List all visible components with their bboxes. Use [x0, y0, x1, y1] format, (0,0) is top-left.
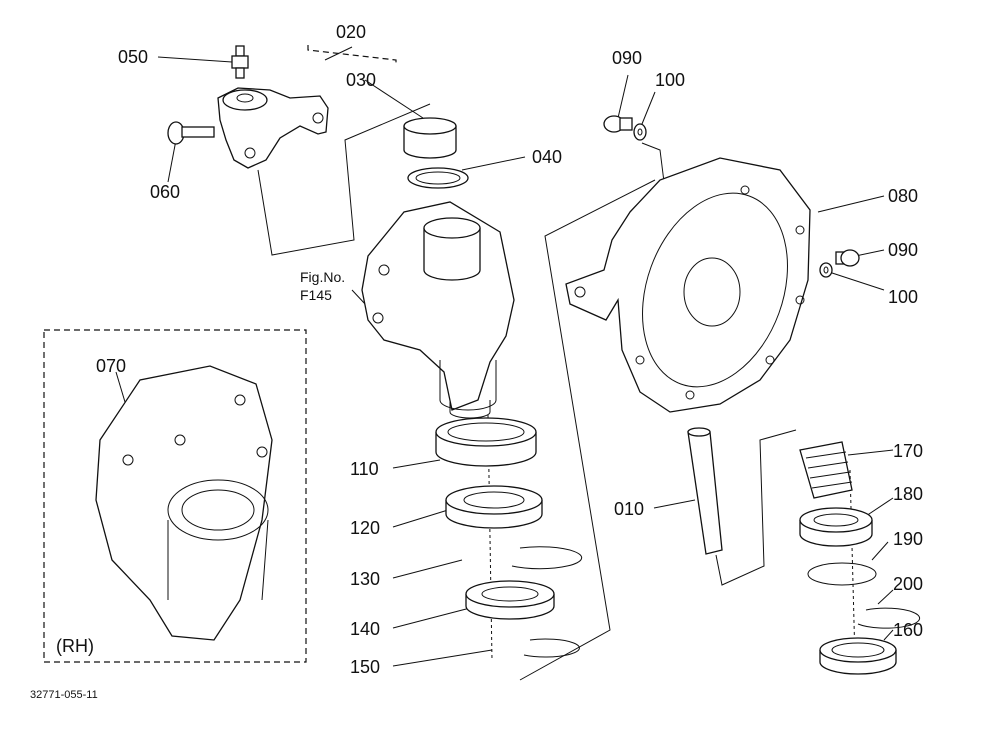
- part-labels: 050 060 020 030 040 Fig.No. F145 090 100…: [30, 22, 923, 701]
- label-160: 160: [893, 620, 923, 640]
- part-010-shaft: [687, 427, 723, 555]
- label-070: 070: [96, 356, 126, 376]
- label-130: 130: [350, 569, 380, 589]
- part-110-oil-seal: [435, 417, 537, 467]
- part-060-bolt: [167, 121, 215, 145]
- label-140: 140: [350, 619, 380, 639]
- label-090-top: 090: [612, 48, 642, 68]
- label-100-top: 100: [655, 70, 685, 90]
- part-200-circlip: [857, 607, 921, 629]
- part-170-bevel-gear: [799, 441, 853, 499]
- part-120-bearing: [445, 485, 543, 529]
- drawing-number: 32771-055-11: [30, 689, 98, 701]
- label-090-right: 090: [888, 240, 918, 260]
- part-040-seal: [407, 167, 469, 189]
- label-180: 180: [893, 484, 923, 504]
- label-010: 010: [614, 499, 644, 519]
- part-150-circlip: [523, 638, 580, 658]
- part-180-bearing: [799, 507, 873, 547]
- label-120: 120: [350, 518, 380, 538]
- part-100-washer-right: [819, 262, 833, 278]
- label-020: 020: [336, 22, 366, 42]
- leader-lines: [115, 45, 894, 681]
- part-050-grease-nipple: [231, 45, 249, 79]
- label-050: 050: [118, 47, 148, 67]
- label-150: 150: [350, 657, 380, 677]
- part-070-case-rh: [95, 365, 273, 641]
- label-170: 170: [893, 441, 923, 461]
- part-160-oil-seal: [819, 637, 897, 675]
- fig-ref-line1: Fig.No.: [300, 269, 345, 285]
- label-040: 040: [532, 147, 562, 167]
- inset-label-rh: (RH): [56, 636, 94, 656]
- part-090-plug-right: [835, 249, 860, 267]
- part-190-circlip: [807, 562, 877, 586]
- fig-ref-line2: F145: [300, 287, 332, 303]
- label-110: 110: [350, 459, 379, 479]
- label-100-right: 100: [888, 287, 918, 307]
- label-060: 060: [150, 182, 180, 202]
- label-080: 080: [888, 186, 918, 206]
- label-200: 200: [893, 574, 923, 594]
- inset-box-rh: [43, 329, 307, 663]
- part-140-bearing: [465, 580, 555, 620]
- part-100-washer-top: [633, 123, 647, 141]
- part-arm-bracket: [217, 87, 329, 169]
- label-030: 030: [346, 70, 376, 90]
- part-090-plug-top: [603, 115, 633, 133]
- part-080-gear-case: [565, 157, 811, 413]
- label-190: 190: [893, 529, 923, 549]
- part-030-bushing: [403, 117, 457, 159]
- part-130-circlip: [511, 546, 583, 570]
- part-knuckle-case: [361, 201, 515, 419]
